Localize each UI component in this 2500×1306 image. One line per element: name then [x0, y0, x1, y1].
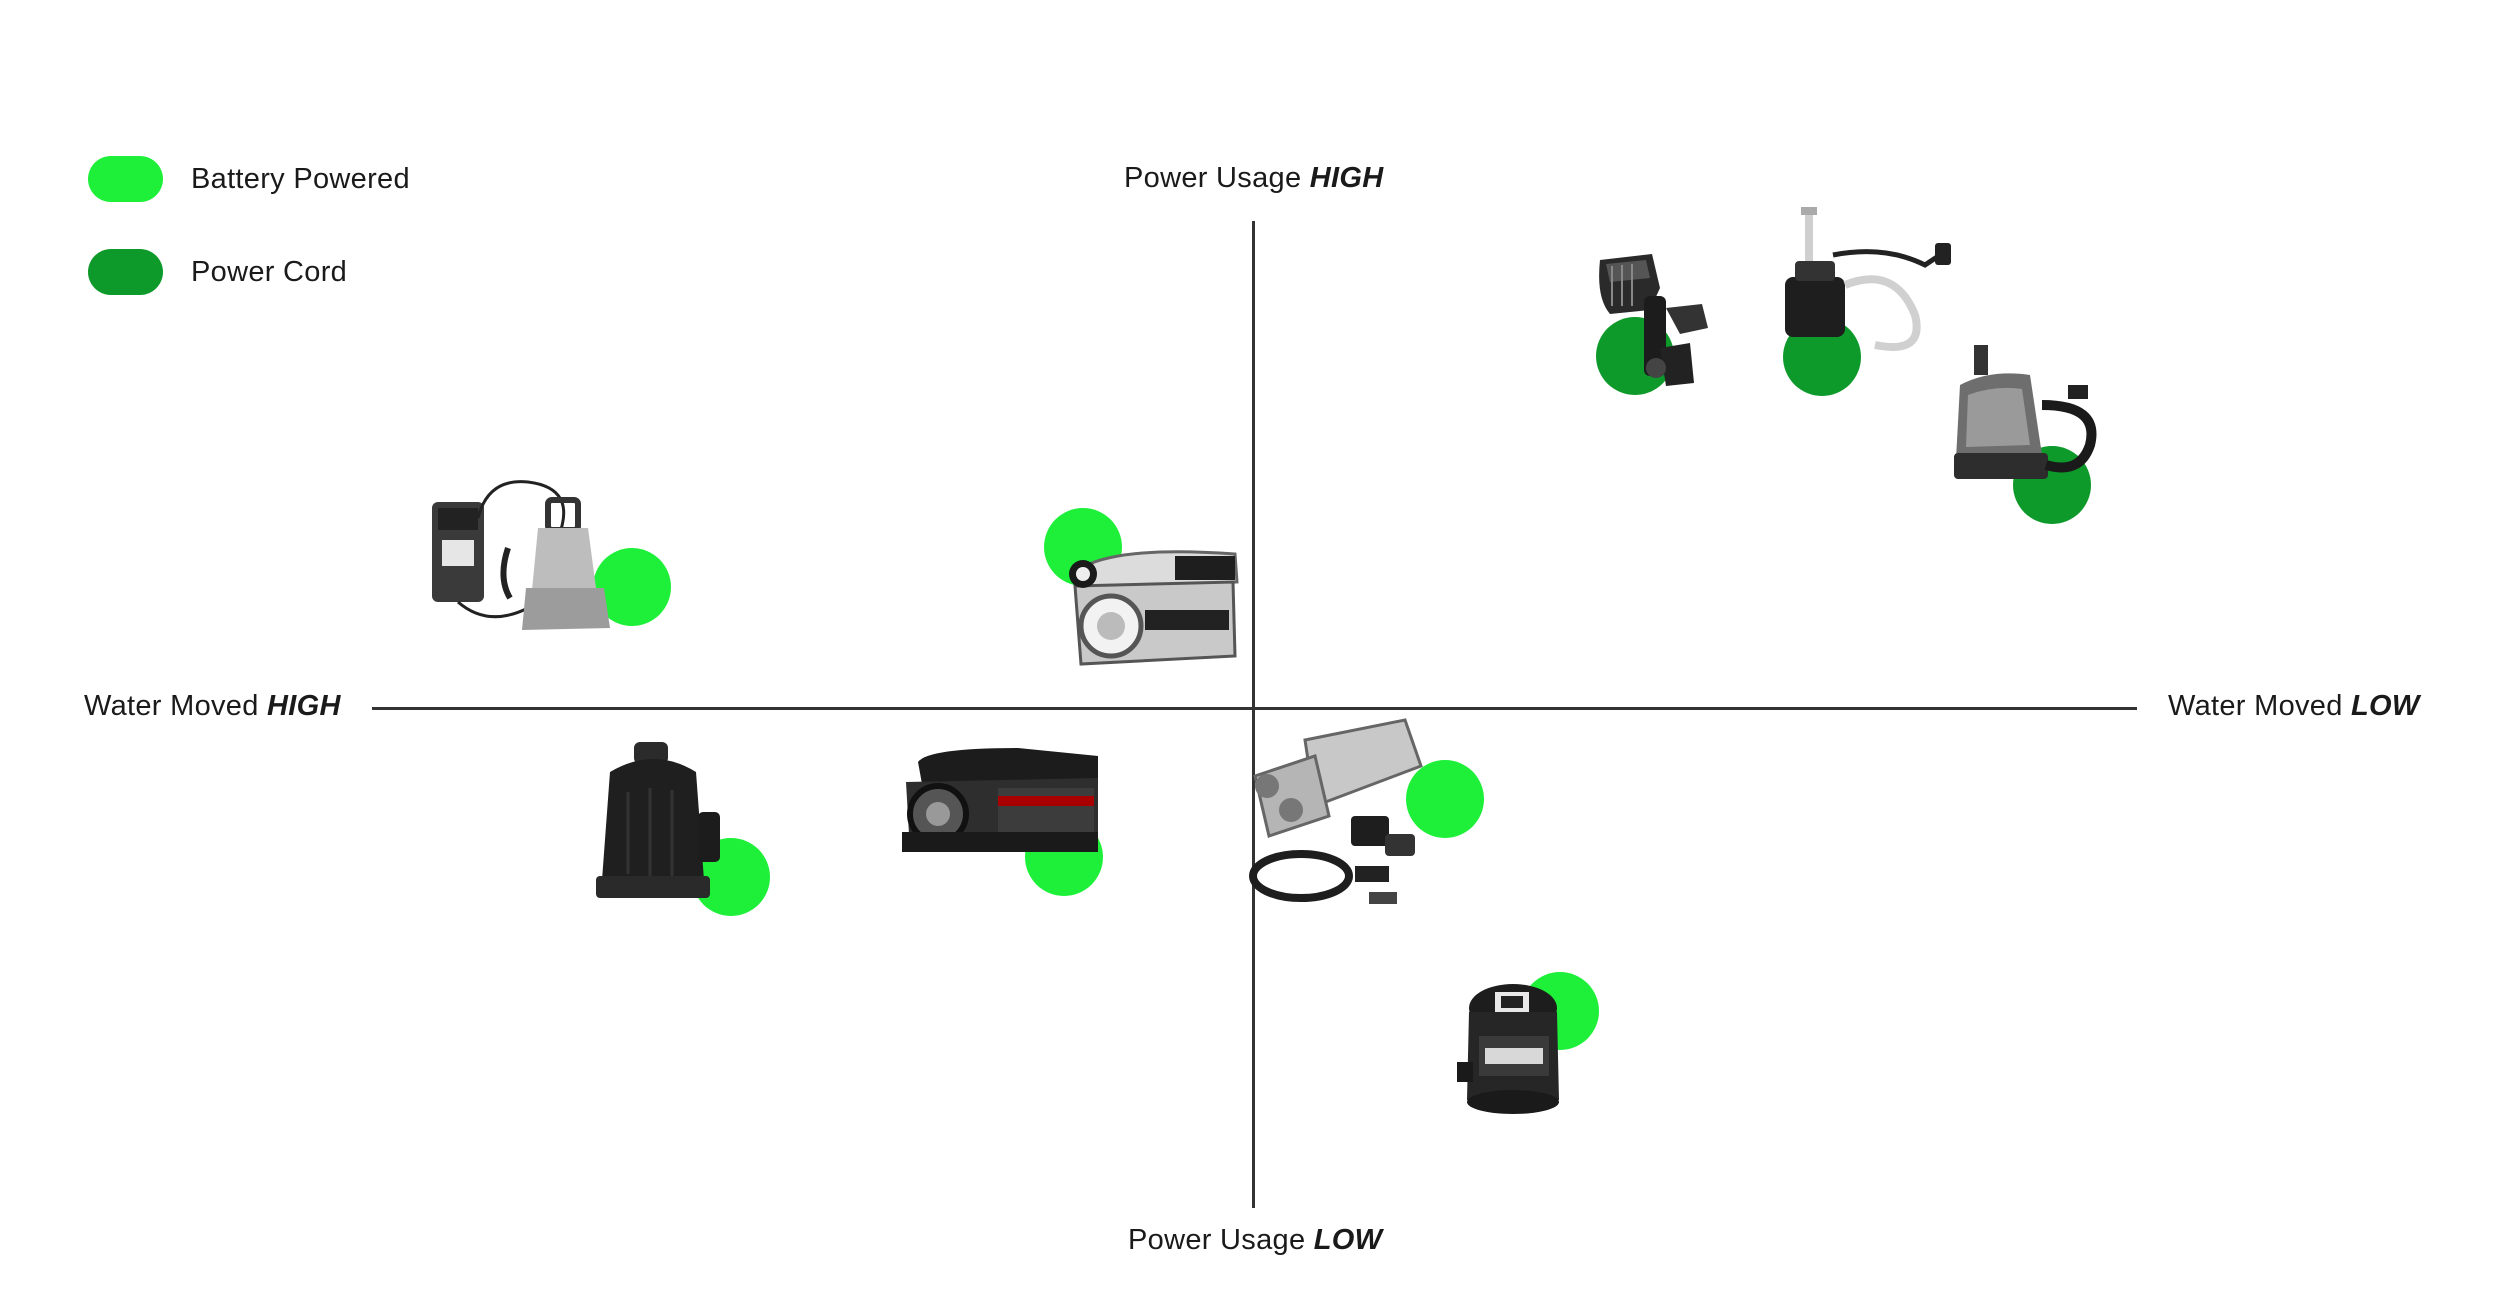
- vertical-axis: [1252, 221, 1255, 1208]
- axis-label-left: Water Moved HIGH: [84, 690, 341, 722]
- axis-label-bottom: Power Usage LOW: [1128, 1224, 1383, 1256]
- axis-label-right: Water Moved LOW: [2168, 690, 2420, 722]
- legend-item-battery: Battery Powered: [88, 156, 410, 202]
- battery-swatch: [88, 156, 163, 202]
- legend-item-cord: Power Cord: [88, 249, 347, 295]
- legend-label-battery: Battery Powered: [191, 162, 410, 195]
- milwaukee-transfer-pump-icon: [902, 748, 1098, 852]
- battery-dot: [1406, 760, 1484, 838]
- submersible-pump-with-controller-icon: [432, 480, 610, 630]
- horizontal-axis: [372, 707, 2137, 710]
- utility-pump-icon: [1954, 345, 2097, 479]
- legend-label-cord: Power Cord: [191, 255, 348, 288]
- fountain-pump-icon: [1785, 207, 1951, 351]
- axis-label-top: Power Usage HIGH: [1124, 162, 1384, 194]
- cordless-transfer-pump-icon: [1069, 550, 1239, 666]
- submersible-pump-icon: [596, 742, 720, 898]
- cord-swatch: [88, 249, 163, 295]
- handheld-transfer-pump-kit-icon: [1249, 718, 1423, 904]
- handheld-pump-icon: [1599, 254, 1708, 386]
- cylinder-pump-icon: [1457, 984, 1559, 1114]
